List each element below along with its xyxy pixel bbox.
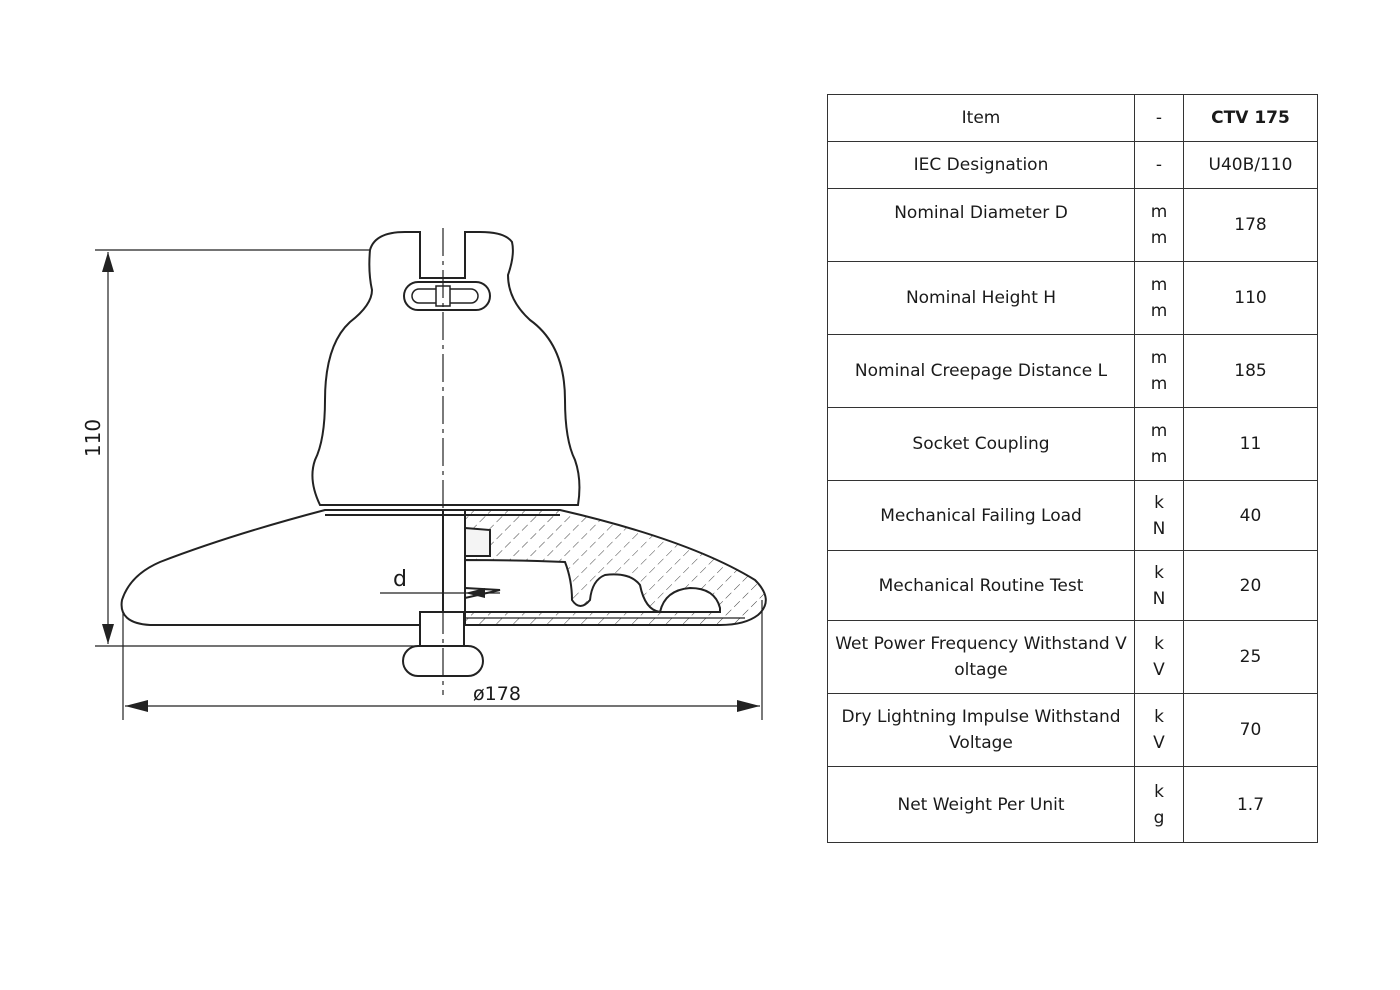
table-row: Nominal Height H mm 110 bbox=[827, 261, 1318, 335]
value-cell: 178 bbox=[1183, 188, 1318, 262]
unit-cell: kN bbox=[1134, 550, 1184, 621]
unit-cell: kV bbox=[1134, 693, 1184, 767]
param-cell: IEC Designation bbox=[827, 141, 1135, 189]
diameter-dimension bbox=[122, 600, 763, 720]
table-row: Nominal Diameter D mm 178 bbox=[827, 188, 1318, 262]
param-cell: Nominal Height H bbox=[827, 261, 1135, 335]
height-dimension bbox=[95, 249, 420, 647]
value-cell: 1.7 bbox=[1183, 766, 1318, 843]
param-cell: Dry Lightning Impulse Withstand Voltage bbox=[827, 693, 1135, 767]
unit-cell: mm bbox=[1134, 407, 1184, 481]
table-row: Nominal Creepage Distance L mm 185 bbox=[827, 334, 1318, 408]
table-row: Wet Power Frequency Withstand Voltage kV… bbox=[827, 620, 1318, 694]
value-cell: 110 bbox=[1183, 261, 1318, 335]
height-dimension-label: 110 bbox=[81, 419, 105, 457]
unit-cell: mm bbox=[1134, 188, 1184, 262]
value-cell: 185 bbox=[1183, 334, 1318, 408]
value-cell: 70 bbox=[1183, 693, 1318, 767]
unit-cell: - bbox=[1134, 141, 1184, 189]
table-row: IEC Designation - U40B/110 bbox=[827, 141, 1318, 189]
socket-dimension-label: d bbox=[393, 567, 407, 592]
unit-cell: - bbox=[1134, 94, 1184, 142]
specification-table: Item - CTV 175 IEC Designation - U40B/11… bbox=[827, 94, 1318, 843]
param-cell: Wet Power Frequency Withstand Voltage bbox=[827, 620, 1135, 694]
value-cell: 25 bbox=[1183, 620, 1318, 694]
value-cell: 40 bbox=[1183, 480, 1318, 551]
unit-cell: mm bbox=[1134, 261, 1184, 335]
table-row: Dry Lightning Impulse Withstand Voltage … bbox=[827, 693, 1318, 767]
param-cell: Nominal Creepage Distance L bbox=[827, 334, 1135, 408]
param-cell: Mechanical Failing Load bbox=[827, 480, 1135, 551]
insulator-drawing: 110 ø178 d bbox=[81, 228, 767, 720]
table-row: Item - CTV 175 bbox=[827, 94, 1318, 142]
unit-cell: kg bbox=[1134, 766, 1184, 843]
table-row: Socket Coupling mm 11 bbox=[827, 407, 1318, 481]
unit-cell: mm bbox=[1134, 334, 1184, 408]
value-cell: 20 bbox=[1183, 550, 1318, 621]
diameter-dimension-label: ø178 bbox=[473, 683, 521, 705]
value-cell: CTV 175 bbox=[1183, 94, 1318, 142]
param-cell: Socket Coupling bbox=[827, 407, 1135, 481]
param-cell: Mechanical Routine Test bbox=[827, 550, 1135, 621]
param-cell: Item bbox=[827, 94, 1135, 142]
socket-dimension bbox=[380, 588, 500, 598]
value-cell: 11 bbox=[1183, 407, 1318, 481]
insulator-shed bbox=[120, 509, 767, 626]
insulator-cap bbox=[311, 231, 581, 506]
table-row: Net Weight Per Unit kg 1.7 bbox=[827, 766, 1318, 843]
param-cell: Nominal Diameter D bbox=[827, 188, 1135, 262]
table-row: Mechanical Routine Test kN 20 bbox=[827, 550, 1318, 621]
param-cell: Net Weight Per Unit bbox=[827, 766, 1135, 843]
value-cell: U40B/110 bbox=[1183, 141, 1318, 189]
table-row: Mechanical Failing Load kN 40 bbox=[827, 480, 1318, 551]
unit-cell: kV bbox=[1134, 620, 1184, 694]
unit-cell: kN bbox=[1134, 480, 1184, 551]
